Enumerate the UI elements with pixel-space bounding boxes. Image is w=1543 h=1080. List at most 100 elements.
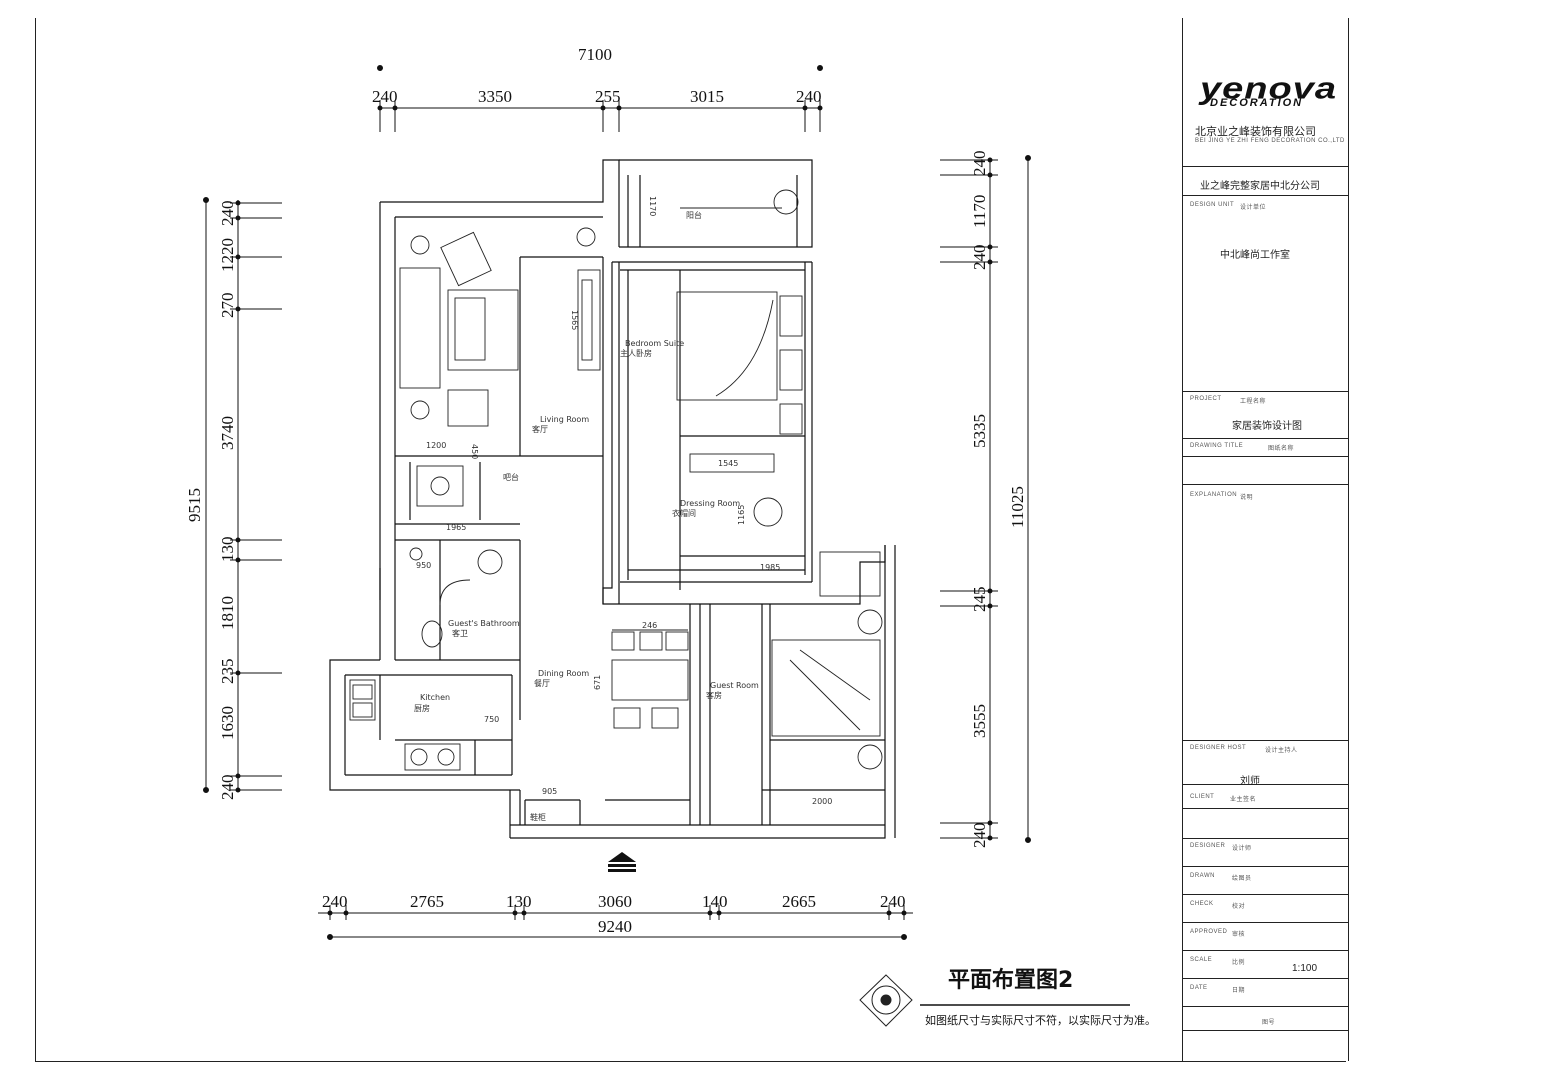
top-dim-5: 240	[796, 87, 822, 106]
left-dim-7: 235	[218, 659, 237, 685]
right-dim-6: 3555	[970, 704, 989, 738]
room-guest: 客房	[706, 690, 722, 700]
entrance-arrow	[608, 852, 636, 872]
tb-divider	[1183, 166, 1348, 167]
right-dim-1: 240	[970, 151, 989, 177]
tb-divider	[1183, 950, 1348, 951]
tb-divider	[1183, 784, 1348, 785]
logo-subtitle: DECORATION	[1210, 97, 1304, 109]
room-counter: 吧台	[503, 472, 519, 482]
top-dim-1: 240	[372, 87, 398, 106]
room-guest-bath-en: Guest's Bathroom	[448, 619, 520, 628]
top-dim-3: 255	[595, 87, 621, 106]
left-dim-1: 240	[218, 201, 237, 227]
dim-750: 750	[484, 715, 499, 724]
dim-1565: 1565	[570, 310, 579, 330]
bottom-dim-6: 2665	[782, 892, 816, 911]
tb-divider	[1183, 456, 1348, 457]
project-value: 家居装饰设计图	[1232, 421, 1302, 432]
tb-divider	[1183, 894, 1348, 895]
tb-divider	[1183, 978, 1348, 979]
dim-950: 950	[416, 561, 431, 570]
right-dim-4: 5335	[970, 414, 989, 448]
right-dim-5: 245	[970, 587, 989, 613]
left-dim-3: 270	[218, 293, 237, 319]
dim-450: 450	[470, 444, 479, 459]
date-cn: 日期	[1232, 988, 1246, 994]
dim-1200: 1200	[426, 441, 446, 450]
company-name-en: BEI JING YE ZHI FENG DECORATION CO.,LTD	[1195, 138, 1345, 144]
check-label: CHECK	[1190, 901, 1214, 907]
dim-246: 246	[642, 621, 657, 630]
dim-1985: 1985	[760, 563, 780, 572]
plan-walls	[329, 159, 896, 839]
room-dressing-en: Dressing Room	[680, 499, 740, 508]
right-dimension-chain	[940, 155, 1031, 843]
client-label: CLIENT	[1190, 794, 1215, 800]
bottom-dimension-chain	[318, 905, 913, 940]
left-dim-8: 1630	[218, 706, 237, 740]
dim-671: 671	[593, 675, 602, 690]
tb-divider	[1183, 195, 1348, 196]
tb-divider	[1183, 1030, 1348, 1031]
bottom-dim-5: 140	[702, 892, 728, 911]
top-dim-4: 3015	[690, 87, 724, 106]
tb-divider	[1183, 484, 1348, 485]
left-dim-6: 1810	[218, 596, 237, 630]
designer-host-label: DESIGNER HOST	[1190, 745, 1247, 751]
room-master: 主人卧房	[620, 348, 652, 358]
sheet-frame	[35, 18, 1346, 1062]
room-dining: 餐厅	[534, 679, 550, 688]
designer-label: DESIGNER	[1190, 843, 1226, 849]
dining-furniture	[611, 629, 689, 729]
scale-label: SCALE	[1190, 957, 1213, 963]
dim-1545: 1545	[718, 459, 738, 468]
left-dim-9: 240	[218, 775, 237, 801]
design-unit-label: DESIGN UNIT	[1190, 202, 1235, 208]
drawing-no-cn: 图号	[1262, 1020, 1276, 1026]
right-total-dim: 11025	[1008, 486, 1027, 528]
dim-1165: 1165	[737, 505, 746, 525]
tb-divider	[1183, 866, 1348, 867]
room-entry-cabinet: 鞋柜	[530, 812, 546, 822]
room-balcony: 阳台	[686, 210, 702, 220]
approved-cn: 审核	[1232, 932, 1246, 938]
right-dim-2: 1170	[970, 195, 989, 228]
bottom-dim-7: 240	[880, 892, 906, 911]
drawing-title-cn: 图纸名称	[1268, 446, 1295, 452]
room-living: 客厅	[532, 424, 548, 434]
explanation-cn: 说明	[1240, 495, 1254, 501]
compass-icon	[859, 974, 913, 1027]
approved-label: APPROVED	[1190, 929, 1228, 935]
left-dimension-chain	[203, 197, 282, 793]
room-guest-en: Guest Room	[710, 681, 759, 690]
design-unit-cn: 设计单位	[1240, 205, 1267, 211]
project-cn: 工程名称	[1240, 399, 1267, 405]
designer-host-cn: 设计主持人	[1265, 748, 1298, 754]
scale-value: 1:100	[1292, 963, 1318, 974]
dim-905: 905	[542, 787, 557, 796]
design-unit-value: 中北峰尚工作室	[1220, 250, 1290, 261]
room-dining-en: Dining Room	[538, 669, 589, 678]
company-name-cn: 北京业之峰装饰有限公司	[1195, 126, 1316, 138]
left-dim-2: 1220	[218, 238, 237, 272]
living-furniture	[399, 227, 601, 507]
tb-divider	[1183, 1006, 1348, 1007]
project-label: PROJECT	[1190, 396, 1222, 402]
bottom-dim-2: 2765	[410, 892, 444, 911]
drawing-title-label: DRAWING TITLE	[1190, 443, 1244, 449]
branch-name: 业之峰完整家居中北分公司	[1200, 181, 1320, 192]
tb-divider	[1183, 922, 1348, 923]
designer-host-value: 刘师	[1240, 776, 1260, 787]
bottom-total-dim: 9240	[598, 917, 632, 936]
room-kitchen: 厨房	[414, 703, 430, 713]
right-dim-3: 240	[970, 245, 989, 271]
right-dim-7: 240	[970, 823, 989, 849]
tb-divider	[1183, 808, 1348, 809]
left-dim-4: 3740	[218, 416, 237, 450]
bottom-dim-1: 240	[322, 892, 348, 911]
designer-cn: 设计师	[1232, 846, 1252, 852]
plan-title: 平面布置图2	[948, 968, 1074, 993]
bedroom-furniture	[676, 189, 803, 527]
